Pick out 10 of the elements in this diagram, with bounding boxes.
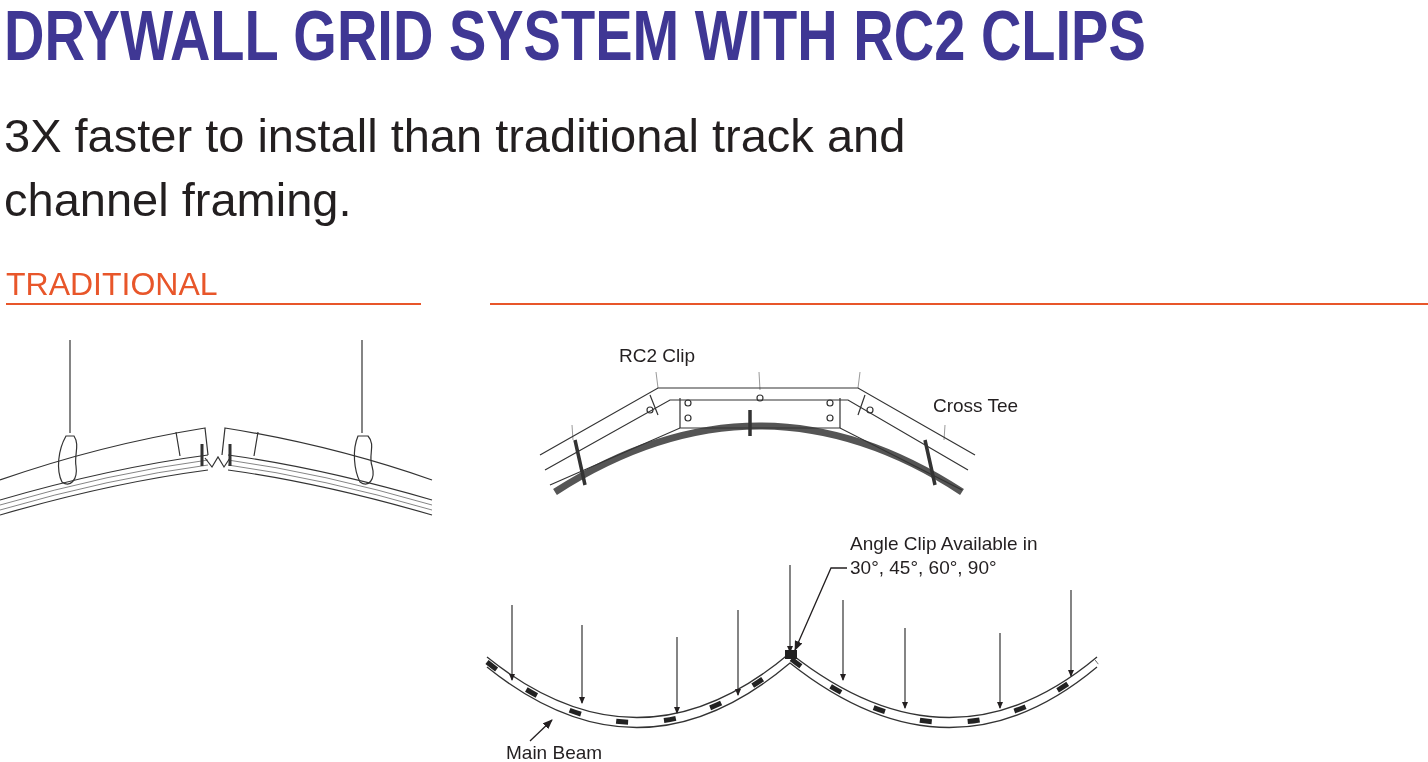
- leader-line: [529, 719, 553, 742]
- page-title: DRYWALL GRID SYSTEM WITH RC2 CLIPS: [4, 0, 1146, 76]
- leader-line: [794, 567, 848, 651]
- angle-clip: [785, 650, 797, 659]
- callout-label: Main Beam: [506, 742, 603, 762]
- part-label: Cross Tee: [933, 395, 1019, 417]
- subtitle-text: 3X faster to install than traditional track and channel framing.: [4, 108, 907, 228]
- section-heading: TRADITIONAL: [6, 266, 218, 303]
- part-label: RC2 Clip: [619, 345, 696, 367]
- callout-label: Angle Clip Available in 30°, 45°, 60°, 90°: [850, 532, 1070, 580]
